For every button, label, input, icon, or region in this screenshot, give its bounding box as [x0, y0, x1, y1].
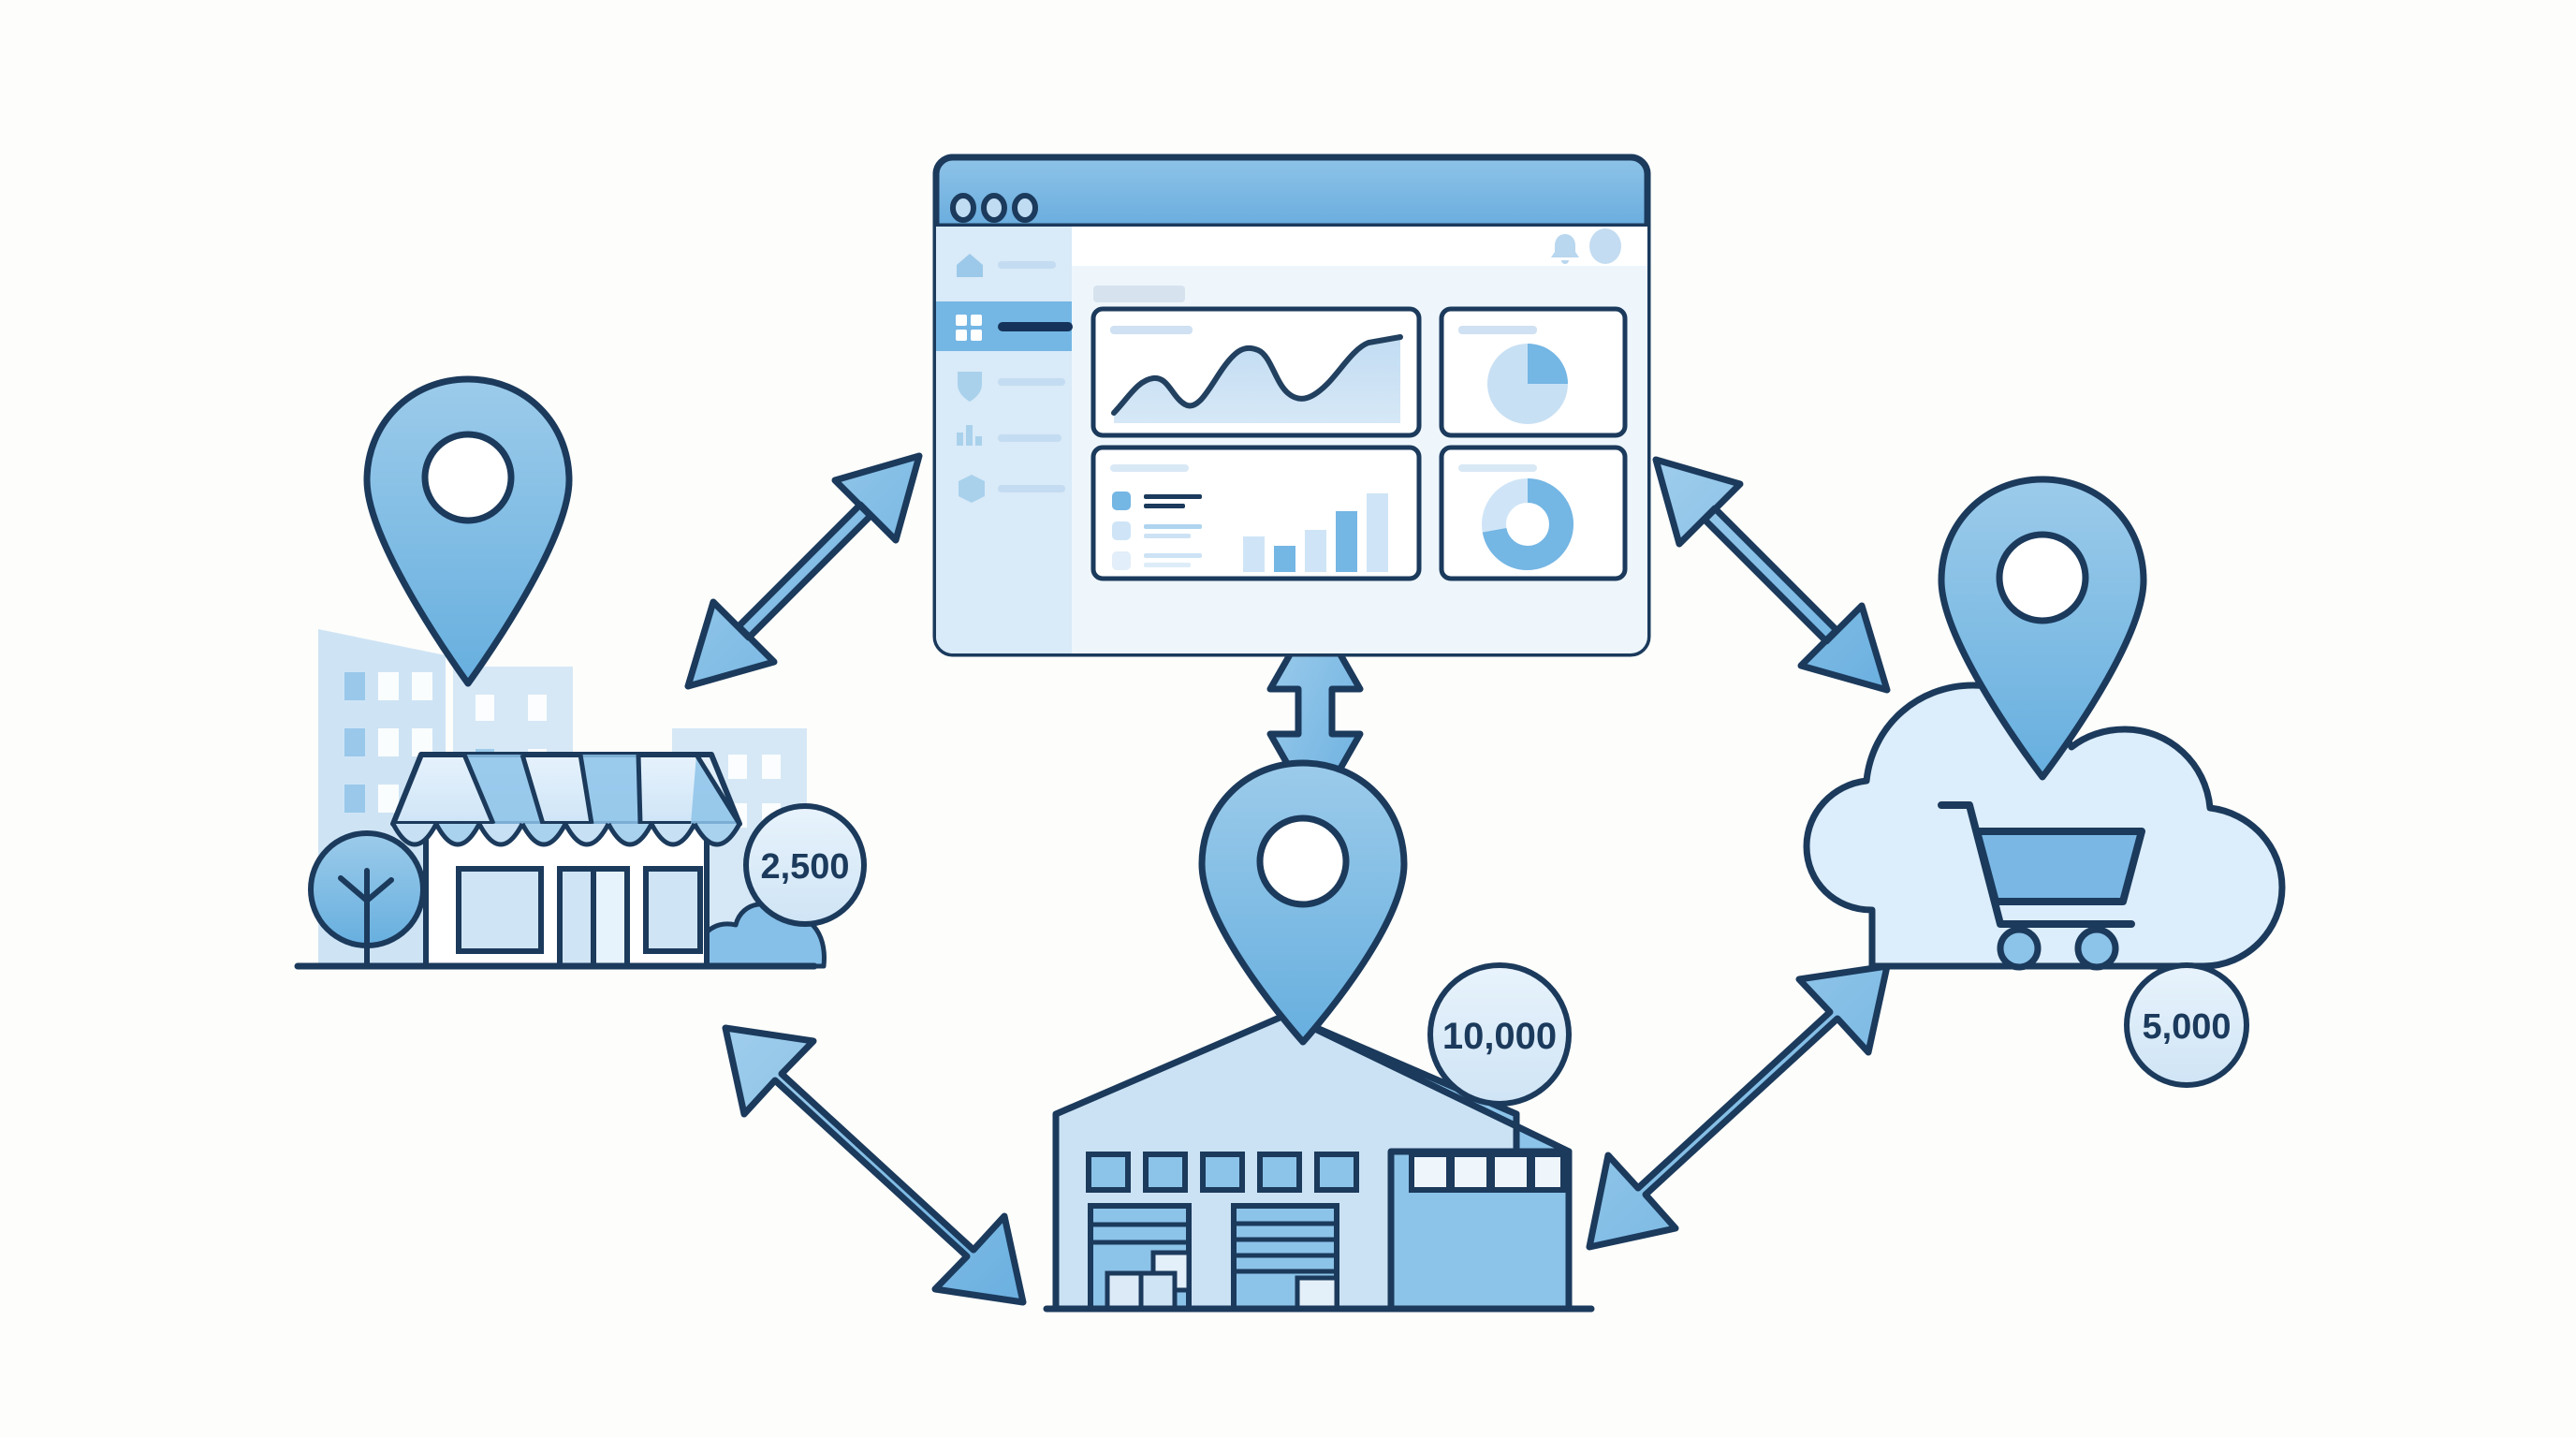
sidebar-item-label — [998, 485, 1065, 492]
grid-dashboard-icon-cell — [971, 315, 982, 326]
area-chart-fill — [1114, 337, 1400, 423]
bar — [1305, 530, 1326, 572]
arrow-store-to-dashboard — [684, 452, 923, 690]
arrow-store-to-warehouse — [722, 1024, 1027, 1306]
user-avatar[interactable] — [1589, 228, 1621, 264]
dashboard-topbar — [1072, 227, 1647, 266]
bar — [1367, 493, 1388, 572]
retail-store-illustration[interactable]: 2,500 — [294, 375, 867, 970]
warehouse-count-value: 10,000 — [1442, 1016, 1557, 1057]
area-chart-card[interactable] — [1090, 306, 1422, 438]
close-dot[interactable] — [950, 193, 976, 223]
donut-chart-card[interactable] — [1439, 445, 1628, 581]
map-pin-icon-store — [363, 375, 573, 687]
bar-chart-icon-bar — [975, 436, 982, 446]
card-list — [1112, 492, 1202, 570]
dashboard-sidebar[interactable] — [936, 227, 1073, 653]
bar — [1336, 511, 1357, 572]
store-count-badge[interactable]: 2,500 — [743, 803, 867, 927]
sidebar-item-dashboard[interactable] — [956, 315, 1073, 341]
warehouse-count-badge[interactable]: 10,000 — [1427, 962, 1572, 1107]
tree-icon — [308, 830, 426, 969]
list-item-swatch — [1112, 551, 1131, 570]
sidebar-item-home[interactable] — [957, 254, 1056, 277]
maximize-dot[interactable] — [1012, 193, 1038, 223]
list-item-line — [1144, 494, 1202, 499]
bar — [1243, 536, 1265, 572]
warehouse-illustration[interactable]: 10,000 — [1043, 759, 1595, 1313]
warehouse-bay-door-2 — [1231, 1203, 1339, 1312]
sidebar-item-reports[interactable] — [957, 425, 1061, 446]
page-title-placeholder — [1093, 286, 1185, 302]
sidebar-item-label — [998, 378, 1065, 386]
bell-icon[interactable] — [1551, 234, 1579, 264]
card-bar-chart — [1243, 493, 1388, 572]
card-title-placeholder — [1458, 464, 1537, 472]
card-title-placeholder — [1458, 326, 1537, 334]
card-title-placeholder — [1110, 464, 1189, 472]
window-titlebar — [932, 154, 1651, 230]
list-item-line — [1144, 524, 1202, 529]
grid-dashboard-icon-cell — [956, 330, 967, 341]
ecommerce-cloud-illustration[interactable]: 5,000 — [1803, 476, 2286, 1088]
sidebar-item-label — [998, 434, 1061, 442]
sidebar-item-inventory[interactable] — [959, 475, 1065, 503]
analytics-dashboard-window[interactable] — [932, 154, 1651, 657]
sidebar-item-label — [998, 261, 1056, 269]
list-item-line — [1144, 504, 1185, 508]
online-count-badge[interactable]: 5,000 — [2124, 962, 2249, 1088]
area-chart-line — [1111, 334, 1403, 416]
list-bar-chart-card[interactable] — [1090, 445, 1422, 581]
pie-chart-card[interactable] — [1439, 306, 1628, 438]
cloud-cart-icon — [1803, 682, 2286, 971]
store-count-value: 2,500 — [760, 847, 849, 887]
online-count-value: 5,000 — [2142, 1007, 2231, 1047]
list-item-swatch — [1112, 492, 1131, 510]
bar-chart-icon-bar — [966, 425, 973, 446]
list-item-swatch — [1112, 521, 1131, 540]
sidebar-item-security[interactable] — [958, 372, 1065, 402]
warehouse-bay-door-1 — [1088, 1203, 1192, 1312]
box-icon — [959, 475, 985, 503]
list-item-line — [1144, 563, 1191, 567]
shield-icon — [958, 372, 982, 402]
list-item-line — [1144, 553, 1202, 558]
arrow-warehouse-to-cloud — [1586, 962, 1891, 1251]
map-pin-icon-warehouse — [1198, 759, 1408, 1046]
home-icon — [957, 254, 983, 277]
donut-chart-share — [1482, 478, 1573, 570]
bar — [1274, 546, 1295, 572]
minimize-dot[interactable] — [981, 193, 1007, 223]
arrow-cloud-to-dashboard — [1652, 456, 1891, 694]
list-item-line — [1144, 534, 1191, 538]
card-title-placeholder — [1110, 326, 1193, 334]
bar-chart-icon — [957, 433, 963, 446]
pie-chart-slice — [1528, 344, 1568, 384]
storefront-icon — [390, 752, 742, 969]
grid-dashboard-icon — [956, 315, 967, 326]
map-pin-icon-cloud — [1938, 476, 2147, 781]
warehouse-windows — [1086, 1152, 1566, 1193]
sidebar-item-label-active — [998, 322, 1073, 331]
grid-dashboard-icon-cell — [971, 330, 982, 341]
